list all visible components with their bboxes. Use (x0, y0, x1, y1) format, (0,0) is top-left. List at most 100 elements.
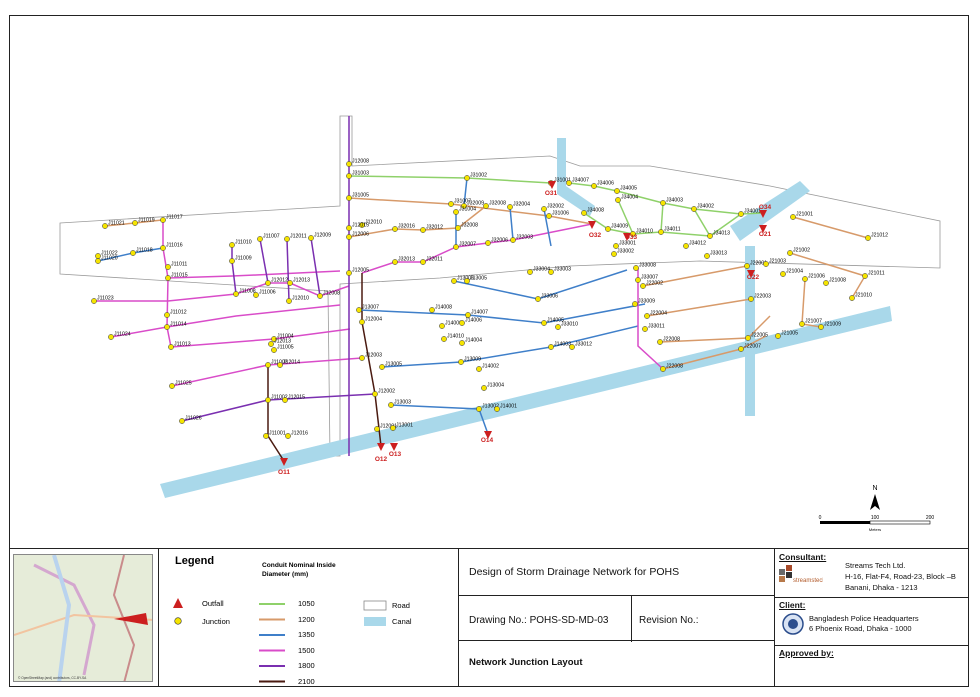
junction-label-j11020: J11020 (101, 256, 118, 262)
junction-label-j21010: J21010 (855, 293, 872, 299)
junction-j14001 (494, 406, 500, 412)
junction-label-j31007: J31007 (454, 199, 471, 205)
junction-label-j12008: J12008 (352, 159, 369, 165)
approved-heading: Approved by: (779, 648, 834, 658)
junction-j22005 (745, 335, 751, 341)
legend-diameter-1200: 1200 (298, 614, 315, 624)
junction-label-j11013: J11013 (174, 342, 191, 348)
junction-label-j21011: J21011 (868, 271, 885, 277)
junction-j11012 (164, 312, 170, 318)
junction-label-j34011: J34011 (664, 227, 681, 233)
conduit-39 (509, 206, 514, 241)
legend-diameter-1800: 1800 (298, 661, 315, 670)
junction-j32009 (461, 203, 467, 209)
junction-j34012 (683, 243, 689, 249)
conduit-27 (792, 216, 869, 239)
junction-j33009 (632, 301, 638, 307)
outfall-label-o22: O22 (747, 274, 760, 281)
junction-j11013 (168, 344, 174, 350)
junction-label-j11016: J11016 (166, 243, 183, 249)
junction-j34008 (581, 210, 587, 216)
junction-j33011 (642, 326, 648, 332)
junction-j31002 (464, 175, 470, 181)
junction-label-j31005: J31005 (352, 193, 369, 199)
junction-j11022 (95, 253, 101, 259)
junction-label-j33008: J33008 (639, 263, 656, 269)
junction-j13001 (390, 425, 396, 431)
junction-j11015 (165, 275, 171, 281)
junction-j21008 (823, 280, 829, 286)
junction-label-j11018: J11018 (136, 248, 153, 254)
junction-j11020 (95, 258, 101, 264)
junction-j21011 (862, 273, 868, 279)
junction-j12013 (287, 280, 293, 286)
junction-j32007 (453, 244, 459, 250)
junction-label-j32007: J32007 (459, 242, 476, 248)
conduit-44 (617, 199, 634, 235)
junction-j12009 (308, 235, 314, 241)
junction-label-j32013: J32013 (398, 257, 415, 263)
junction-j34007 (566, 180, 572, 186)
outfall-label-o11: O11 (278, 469, 290, 476)
conduit-2 (348, 197, 593, 225)
junction-label-j32011: J32011 (426, 257, 443, 263)
junction-label-j21001: J21001 (796, 212, 813, 218)
junction-j33007 (635, 277, 641, 283)
junction-label-j11019: J11019 (138, 218, 155, 224)
conduit-32 (259, 238, 269, 284)
junction-label-j11010: J11010 (235, 240, 252, 246)
canal-north-east (730, 181, 810, 241)
conduit-23 (642, 265, 748, 287)
junction-label-j11004: J11004 (277, 334, 294, 340)
junction-j11010 (229, 242, 235, 248)
junction-label-j32003: J32003 (516, 235, 533, 241)
junction-j12005 (346, 270, 352, 276)
junction-j11017 (160, 217, 166, 223)
junction-label-j13001: J13001 (396, 423, 413, 429)
consultant-name: Streams Tech Ltd. (845, 561, 906, 570)
outfall-o31 (548, 181, 556, 189)
conduit-34 (310, 237, 321, 297)
junction-label-j12002: J12002 (378, 389, 395, 395)
junction-j21009 (818, 324, 824, 330)
outfall-label-o12: O12 (375, 456, 388, 463)
junction-j12008 (317, 293, 323, 299)
junction-j33013 (704, 253, 710, 259)
junction-j13005 (379, 364, 385, 370)
junction-label-j21004: J21004 (786, 269, 803, 275)
junction-j12002 (372, 391, 378, 397)
conduit-36 (637, 268, 664, 370)
junction-label-j21007: J21007 (805, 319, 822, 325)
junction-label-j13009: J13009 (464, 357, 481, 363)
junction-label-j32002: J32002 (547, 204, 564, 210)
junction-label-j32008: J32008 (489, 201, 506, 207)
north-label: N (872, 485, 877, 492)
junction-label-j32006: J32006 (491, 238, 508, 244)
junction-label-j11025: J11025 (175, 381, 192, 387)
sheet-title: Network Junction Layout (469, 657, 583, 668)
junction-label-j13004: J13004 (487, 383, 504, 389)
consultant-address-line2: Banani, Dhaka - 1213 (845, 583, 918, 592)
junction-label-j33011: J33011 (648, 324, 665, 330)
junction-label-j34008: J34008 (587, 208, 604, 214)
outfall-o34 (759, 210, 767, 218)
junction-j12010 (286, 298, 292, 304)
conduit-40 (543, 208, 552, 247)
junction-j34004 (615, 197, 621, 203)
junction-j12004 (359, 319, 365, 325)
legend-title: Legend (175, 555, 215, 567)
junction-j14005 (541, 320, 547, 326)
junction-label-j13003: J13003 (394, 400, 411, 406)
outfall-label-o31: O31 (545, 190, 558, 197)
junction-label-j12010: J12010 (365, 220, 382, 226)
junction-label-j33003: J33003 (554, 267, 571, 273)
junction-label-j21009: J21009 (824, 322, 841, 328)
junction-label-j31004: J31004 (459, 207, 476, 213)
junction-j22003 (748, 296, 754, 302)
junction-j21012 (865, 235, 871, 241)
junction-j13002 (476, 406, 482, 412)
junction-j11008 (233, 291, 239, 297)
junction-j33012 (569, 344, 575, 350)
